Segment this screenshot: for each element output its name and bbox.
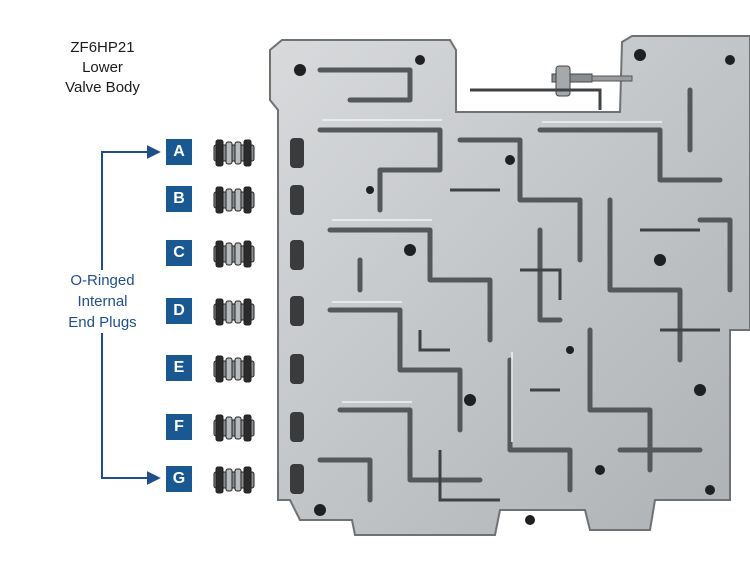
casting-highlights [322,119,662,442]
badge-f: F [166,414,192,440]
callout-line-3: End Plugs [68,314,137,331]
end-plug-icon [213,186,255,214]
badge-d: D [166,298,192,324]
end-plug-icon [213,414,255,442]
diagram-title: ZF6HP21 Lower Valve Body [40,38,165,98]
end-plug-icon [213,139,255,167]
callout-label: O-Ringed Internal End Plugs [40,270,165,333]
fluid-channels [317,67,733,503]
end-plug-icon [213,466,255,494]
badge-a: A [166,139,192,165]
title-line-2: Lower [82,59,123,76]
callout-line-1: O-Ringed [70,272,135,289]
badge-g: G [166,466,192,492]
end-plug-icon [213,355,255,383]
badge-b: B [166,186,192,212]
fluid-channels-secondary [418,88,720,502]
valve-body-illustration [269,35,750,536]
bolt-holes [294,49,735,525]
badge-e: E [166,355,192,381]
callout-line-2: Internal [77,293,128,310]
title-line-1: ZF6HP21 [70,39,135,56]
badge-c: C [166,240,192,266]
end-plug-icon [213,298,255,326]
valve-bores [290,138,304,494]
end-plug-icon [213,240,255,268]
title-line-3: Valve Body [65,79,140,96]
